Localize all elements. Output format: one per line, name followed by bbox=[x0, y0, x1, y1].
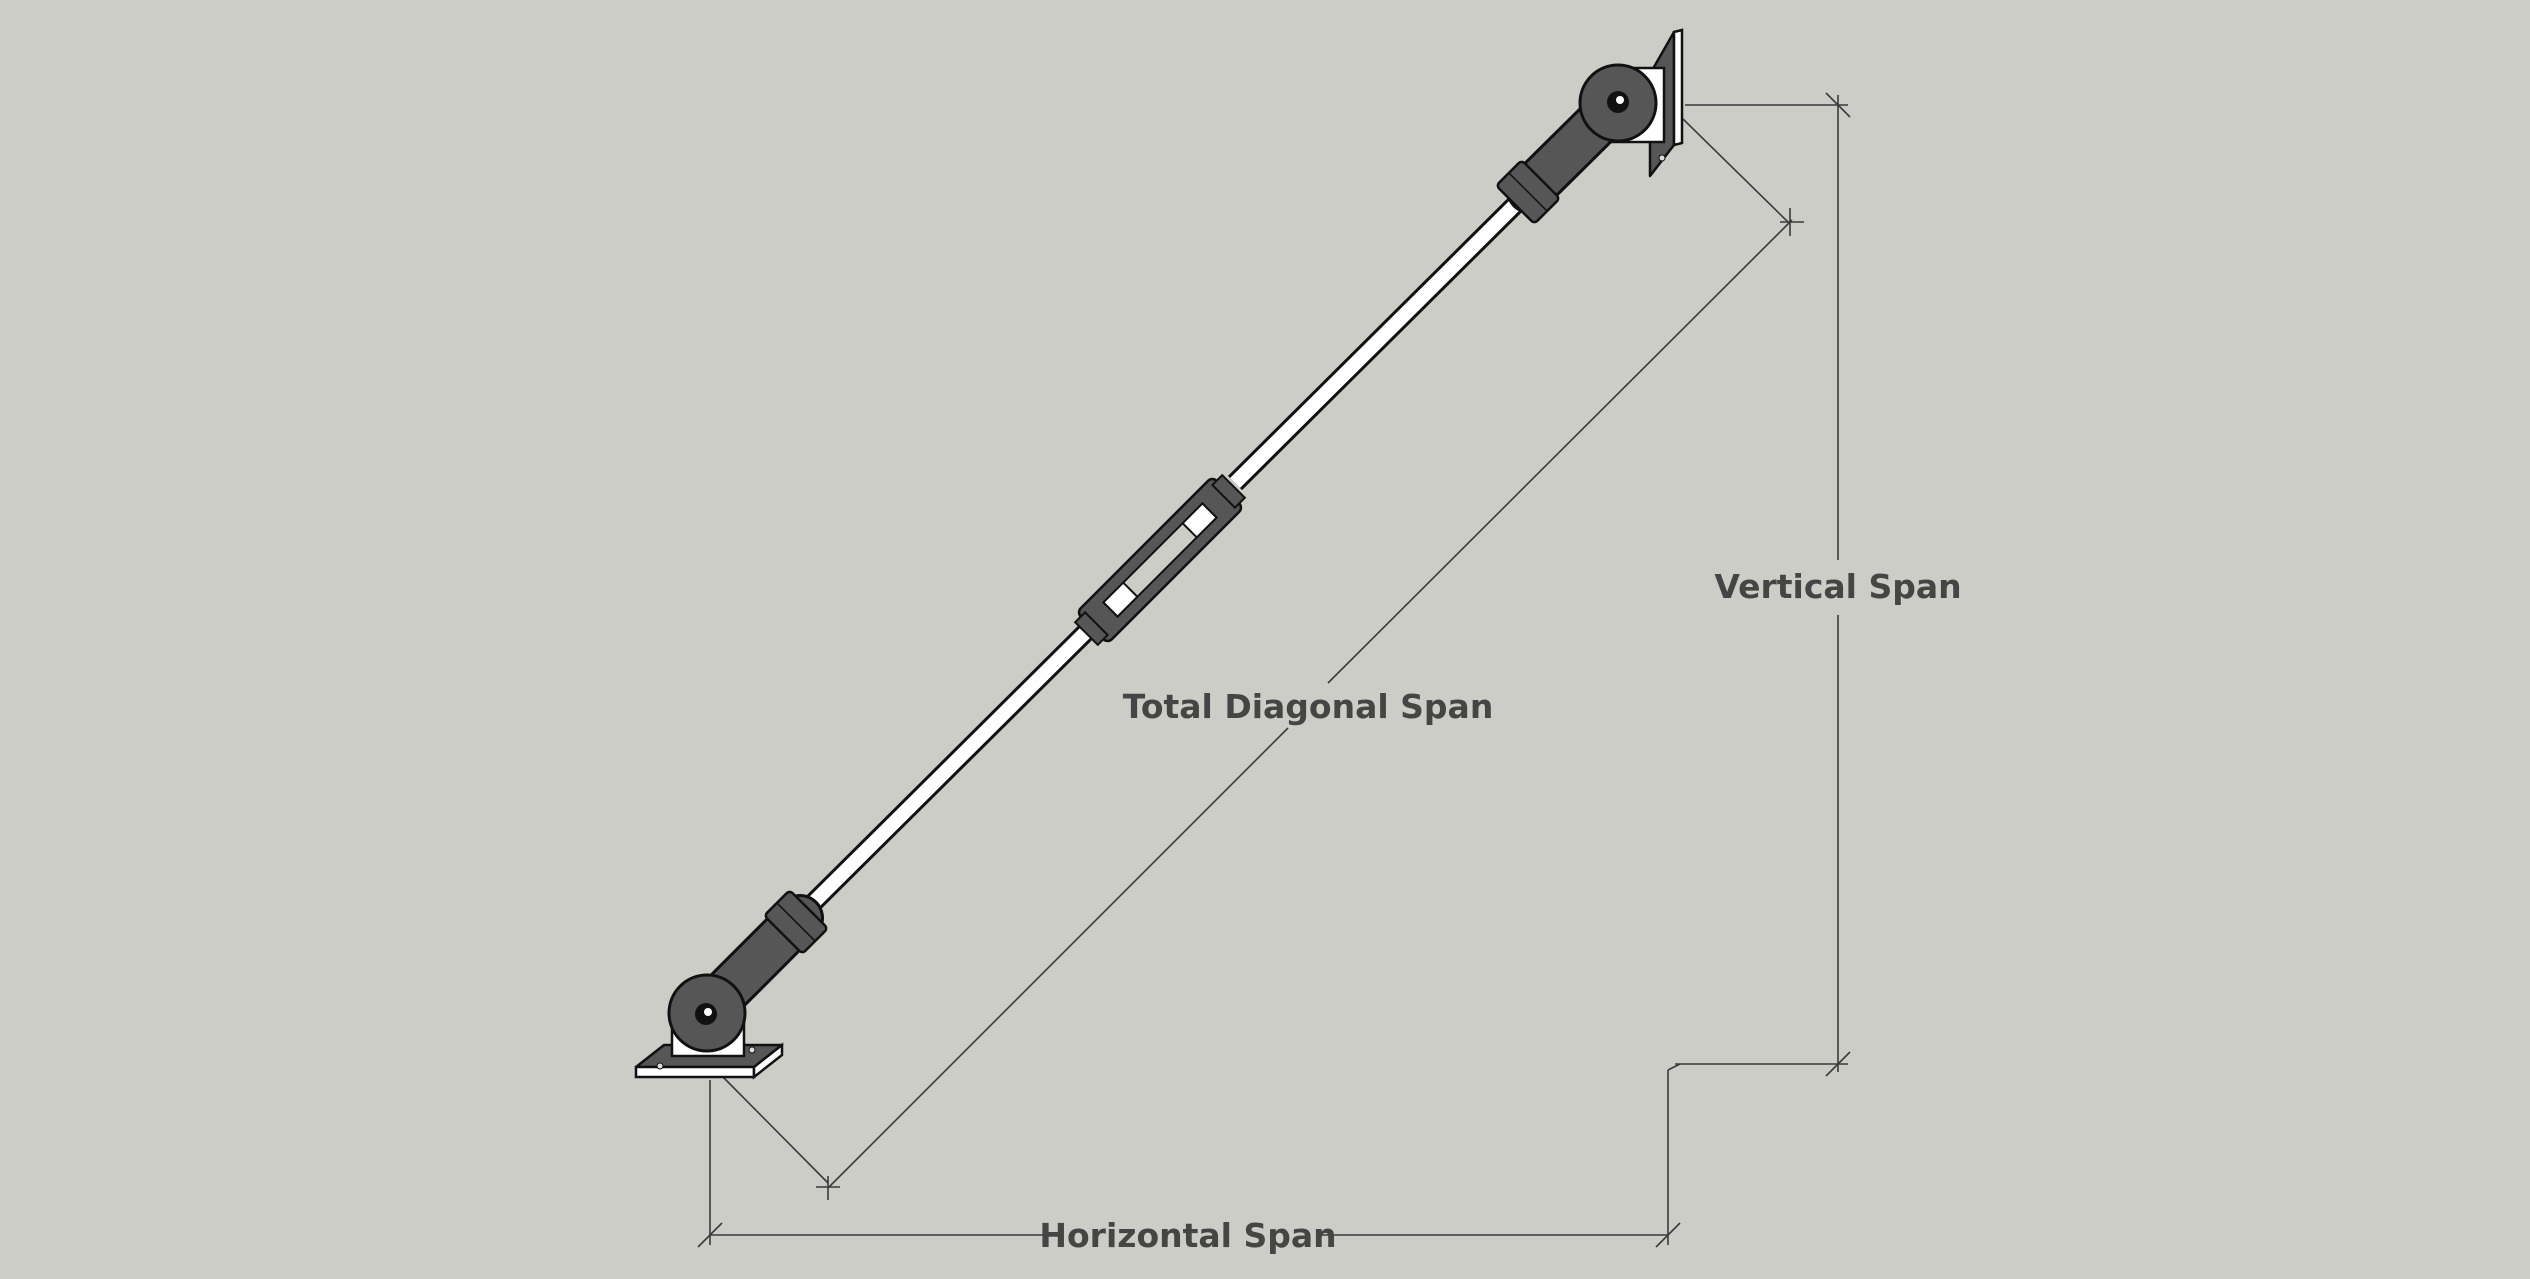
top-wall-plate-edge bbox=[1672, 28, 1684, 147]
rod bbox=[800, 190, 1530, 916]
bottom-collar-nut bbox=[764, 890, 828, 954]
diagonal-span-label: Total Diagonal Span bbox=[1123, 687, 1494, 726]
horizontal-span-label: Horizontal Span bbox=[1039, 1216, 1336, 1255]
horizontal-elbow bbox=[1667, 1063, 1681, 1071]
vertical-tick-top bbox=[1825, 92, 1851, 118]
bottom-plate-hole-c bbox=[748, 1046, 756, 1054]
top-collar-nut bbox=[1496, 160, 1560, 224]
top-eye-pin-hole bbox=[1616, 96, 1624, 104]
turnbuckle-nut-right bbox=[1210, 473, 1247, 510]
top-plate-hole-b bbox=[1658, 154, 1666, 162]
diagonal-extension-bottom bbox=[722, 1076, 829, 1184]
turnbuckle-nut-left bbox=[1073, 610, 1110, 647]
vertical-tick-bottom bbox=[1825, 1051, 1851, 1077]
bottom-base-plate-side bbox=[752, 1042, 784, 1080]
rod-lower-fill bbox=[803, 623, 1095, 913]
turnbuckle-icon bbox=[1073, 473, 1247, 647]
diagonal-extension-top bbox=[1682, 118, 1789, 223]
horizontal-tick-right bbox=[1655, 1222, 1681, 1248]
bottom-base-plate-front bbox=[634, 1065, 756, 1079]
floor-mount-bracket-icon bbox=[634, 890, 828, 1080]
dimension-lines bbox=[697, 92, 1851, 1248]
bottom-eye-pin-hole bbox=[704, 1008, 712, 1016]
rod-upper-fill bbox=[1230, 193, 1527, 488]
turnbuckle-thread-right bbox=[1181, 502, 1218, 539]
bottom-plate-hole-a bbox=[656, 1062, 664, 1070]
turnbuckle-thread-left bbox=[1102, 581, 1139, 618]
diagonal-dimension-line-lower bbox=[827, 727, 1289, 1189]
horizontal-tick-left bbox=[697, 1222, 723, 1248]
diagonal-dimension-line-upper bbox=[1327, 219, 1793, 684]
vertical-span-label: Vertical Span bbox=[1714, 567, 1961, 606]
wall-mount-bracket-icon bbox=[1496, 28, 1684, 224]
